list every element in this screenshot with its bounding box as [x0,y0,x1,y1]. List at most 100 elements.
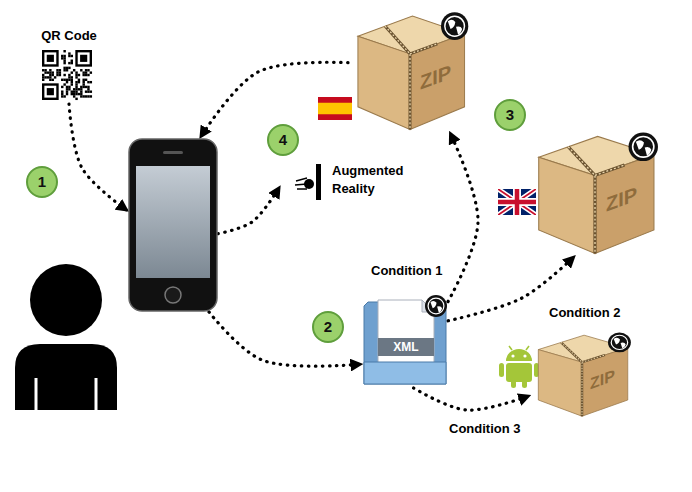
xml-folder: XML [362,292,448,388]
qr-module [49,79,51,81]
augmented-reality-outline [280,160,330,204]
smartphone [128,138,218,312]
qr-module [44,69,46,71]
smartphone-outline [128,138,218,312]
qr-module [85,95,87,97]
zip-package-outline [348,6,472,132]
qr-module [63,57,65,59]
qr-module [78,88,80,90]
qr-module [82,71,84,73]
qr-module [78,81,80,83]
qr-code-outline [42,50,92,100]
qr-module [82,83,84,85]
qr-module [71,79,73,81]
qr-finder [47,88,54,95]
qr-module [44,76,46,78]
qr-module [80,93,82,95]
qr-module [49,71,51,73]
globe-outline [445,16,465,36]
qr-module [80,86,82,88]
callout-number: 2 [312,311,344,343]
qr-module [59,71,61,73]
qr-module [63,69,65,71]
qr-finder [42,50,59,67]
qr-module [49,74,51,76]
qr-code: QR Code [32,28,106,104]
qr-module [63,67,65,69]
qr-module [42,76,44,78]
qr-module [66,86,68,88]
qr-module [75,98,77,100]
globe-badge [629,133,658,162]
qr-module [66,81,68,83]
callout-number: 1 [26,166,58,198]
flag-cross [498,189,536,215]
condition-label: Condition 3 [446,420,524,437]
android-eye [523,354,526,357]
qr-module [78,93,80,95]
qr-module [68,86,70,88]
augmented-reality: Augmented Reality [280,160,430,204]
qr-module [85,90,87,92]
qr-module [75,90,77,92]
dotted-connector [218,186,280,233]
android-leg [522,380,527,388]
globe-badge [425,295,447,317]
qr-module [80,90,82,92]
qr-module [42,79,44,81]
qr-module [78,79,80,81]
flag-saltire [498,189,536,215]
xml-folder-label: XML [378,338,434,356]
qr-module [63,74,65,76]
qr-finder [44,52,56,64]
person-head [30,264,102,336]
augmented-reality-label: Augmented Reality [332,162,417,198]
qr-module [71,62,73,64]
qr-finder [44,86,56,98]
qr-module [87,74,89,76]
qr-module [75,81,77,83]
qr-module [71,55,73,57]
dotted-connector [209,312,362,366]
globe-badge [608,333,631,353]
qr-finder [42,83,59,100]
qr-finder [75,50,92,67]
globe-badge [441,12,468,40]
qr-module [47,71,49,73]
qr-module [87,95,89,97]
qr-module [75,76,77,78]
dotted-connector [448,132,478,302]
condition-label: Condition 2 [546,304,624,321]
qr-module [75,83,77,85]
qr-module [85,71,87,73]
globe-outline [611,335,627,349]
qr-module [80,69,82,71]
qr-module [71,71,73,73]
qr-code-label: QR Code [32,28,106,44]
android-head [506,349,532,361]
qr-module [71,60,73,62]
qr-module [85,79,87,81]
qr-module [71,93,73,95]
qr-module [78,74,80,76]
qr-module [61,93,63,95]
qr-module [75,74,77,76]
ar-projectile [304,179,314,189]
qr-module [63,50,65,52]
folder-front [364,362,446,384]
qr-module [56,71,58,73]
qr-module [71,81,73,83]
qr-module [63,79,65,81]
flag-saltire [498,189,536,215]
qr-module [75,86,77,88]
qr-module [59,74,61,76]
qr-module [73,95,75,97]
android-antenna [509,346,512,350]
qr-module [71,90,73,92]
qr-module [61,55,63,57]
qr-module [61,86,63,88]
uk-flag [498,189,536,215]
flag-cross [498,189,536,215]
qr-finder [80,55,87,62]
qr-module [71,83,73,85]
